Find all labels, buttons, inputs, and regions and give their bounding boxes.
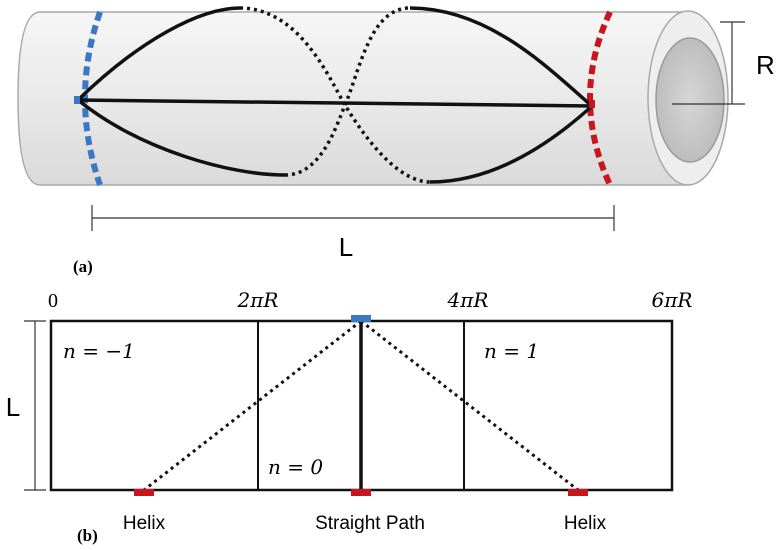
radius-label: R	[756, 50, 775, 80]
panel-a-label: (a)	[73, 257, 93, 276]
tube-body	[17, 11, 689, 186]
start-marker-a	[74, 96, 80, 104]
tick-2piR: 2πR	[237, 288, 279, 312]
height-dimension	[24, 320, 46, 491]
length-dimension	[91, 205, 615, 231]
helix-upper-front-2	[429, 104, 594, 184]
end-marker-a	[589, 100, 595, 108]
panel-a: L R (a)	[17, 6, 775, 276]
tube-hole	[655, 37, 725, 163]
height-label: L	[6, 392, 20, 422]
region-label-middle: n = 0	[268, 455, 323, 479]
region-label-right: n = 1	[484, 339, 539, 363]
tick-6piR: 6πR	[652, 288, 693, 312]
panel-b-label: (b)	[77, 526, 98, 545]
helix-path-right	[360, 319, 579, 492]
end-marker-left	[134, 489, 154, 496]
tick-0: 0	[48, 290, 58, 312]
helix-upper-back	[239, 6, 431, 184]
radius-dimension	[672, 21, 745, 105]
bottom-label-middle: Straight Path	[315, 513, 425, 534]
end-ring	[587, 10, 613, 187]
bottom-label-right: Helix	[564, 513, 607, 534]
straight-path-a	[77, 98, 593, 108]
end-marker-middle	[351, 489, 371, 496]
start-marker-b	[351, 315, 371, 322]
helix-upper-front	[76, 6, 241, 102]
helix-path-left	[143, 319, 362, 492]
region-label-left: n = −1	[63, 339, 135, 363]
start-ring	[82, 11, 103, 186]
bottom-label-left: Helix	[123, 513, 166, 534]
helix-lower-front-2	[409, 6, 594, 108]
end-marker-right	[568, 489, 588, 496]
helix-lower-back	[284, 6, 411, 177]
length-label: L	[339, 232, 353, 262]
tick-4piR: 4πR	[447, 288, 489, 312]
panel-b: 0 2πR 4πR 6πR L n = −1 n = 0 n = 1 Helix…	[6, 288, 693, 545]
helix-lower-front	[76, 98, 286, 177]
